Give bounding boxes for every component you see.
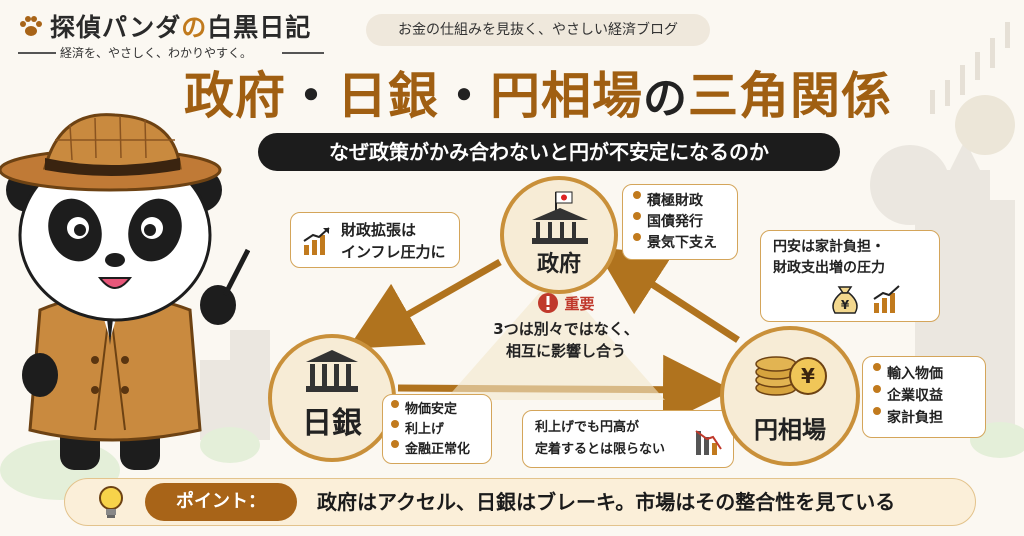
weak-yen-note-line: 円安は家計負担・	[773, 239, 885, 255]
government-label: 政府	[536, 252, 581, 277]
rate-hike-note-line: 定着するとは限らない	[535, 442, 666, 457]
yen-bullets-card: 輸入物価 企業収益 家計負担	[862, 356, 986, 438]
boj-node: 日銀	[268, 334, 396, 462]
rate-hike-note-line: 利上げでも円高が	[535, 420, 640, 435]
important-line: 3つは別々ではなく、	[493, 320, 639, 338]
brand-divider-left	[18, 52, 56, 54]
arrow-government-to-boj	[347, 258, 502, 349]
list-item: 積極財政	[631, 191, 729, 212]
arrow-yen-to-government	[594, 246, 740, 343]
weak-yen-note: 円安は家計負担・ 財政支出増の圧力 ¥	[760, 230, 940, 322]
boj-bullets-card: 物価安定 利上げ 金融正常化	[382, 394, 492, 464]
yen-bullets: 輸入物価 企業収益 家計負担	[871, 363, 977, 429]
list-item: 輸入物価	[871, 363, 977, 385]
title-part-government: 政府	[184, 67, 286, 125]
brand-title-b: 白黒日記	[207, 13, 312, 42]
important-line: 相互に影響し合う	[505, 342, 626, 360]
blog-tagline: お金の仕組みを見抜く、やさしい経済ブログ	[366, 14, 710, 46]
candlestick-chart-decor	[930, 22, 1010, 114]
yen-label: 円相場	[754, 416, 826, 444]
rate-hike-note: 利上げでも円高が 定着するとは限らない	[522, 410, 734, 468]
subtitle-banner: なぜ政策がかみ合わないと円が不安定になるのか	[258, 133, 840, 171]
government-bullets: 積極財政 国債発行 景気下支え	[631, 191, 729, 254]
list-item: 利上げ	[389, 420, 485, 440]
money-bag-icon: ¥	[832, 286, 858, 314]
list-item: 家計負担	[871, 407, 977, 429]
government-node: 政府	[500, 176, 618, 294]
list-item: 物価安定	[389, 400, 485, 420]
falling-chart-icon	[695, 430, 722, 455]
title-part-triangle: 三角関係	[688, 67, 892, 125]
svg-text:¥: ¥	[801, 364, 815, 388]
fiscal-expansion-note: 財政拡張は インフレ圧力に	[290, 212, 460, 268]
fiscal-note-line: インフレ圧力に	[341, 243, 446, 261]
panda-detective-mascot	[0, 113, 250, 470]
rising-chart-icon	[873, 285, 900, 313]
point-label: ポイント：	[145, 483, 297, 521]
important-callout: 重要 3つは別々ではなく、 相互に影響し合う	[466, 292, 666, 362]
exclamation-icon	[538, 293, 559, 313]
government-building-icon	[532, 191, 588, 244]
list-item: 企業収益	[871, 385, 977, 407]
title-part-yen: 円相場	[490, 67, 643, 125]
brand-header: 探偵パンダの白黒日記	[18, 8, 311, 44]
title-separator: ・	[439, 67, 490, 125]
government-bullets-card: 積極財政 国債発行 景気下支え	[622, 184, 738, 260]
boj-label: 日銀	[302, 406, 362, 441]
important-badge: 重要	[564, 295, 595, 313]
page-title: 政府・日銀・円相場の三角関係	[168, 62, 908, 130]
brand-title-no: の	[181, 13, 208, 42]
list-item: 金融正常化	[389, 440, 485, 460]
svg-text:¥: ¥	[841, 298, 850, 312]
fiscal-note-line: 財政拡張は	[341, 221, 417, 239]
brand-tagline: 経済を、やさしく、わかりやすく。	[60, 46, 253, 60]
point-text: 政府はアクセル、日銀はブレーキ。市場はその整合性を見ている	[317, 490, 896, 514]
yen-coin-icon	[955, 95, 1015, 155]
brand-title-a: 探偵パンダ	[50, 13, 182, 42]
paw-icon	[20, 16, 42, 36]
title-part-boj: 日銀	[337, 67, 439, 125]
title-separator: ・	[286, 67, 337, 125]
brand-title: 探偵パンダの白黒日記	[18, 8, 311, 44]
key-point-banner: ポイント： 政府はアクセル、日銀はブレーキ。市場はその整合性を見ている	[64, 478, 976, 526]
rising-chart-icon	[303, 227, 330, 255]
lightbulb-icon	[99, 486, 123, 518]
list-item: 景気下支え	[631, 233, 729, 254]
yen-coins-icon: ¥	[755, 356, 827, 396]
list-item: 国債発行	[631, 212, 729, 233]
yen-node: ¥ 円相場	[720, 326, 860, 466]
title-particle: の	[643, 73, 688, 124]
boj-bullets: 物価安定 利上げ 金融正常化	[389, 400, 485, 460]
bank-building-icon	[306, 350, 358, 392]
brand-divider-right	[282, 52, 324, 54]
weak-yen-note-line: 財政支出増の圧力	[773, 260, 885, 276]
